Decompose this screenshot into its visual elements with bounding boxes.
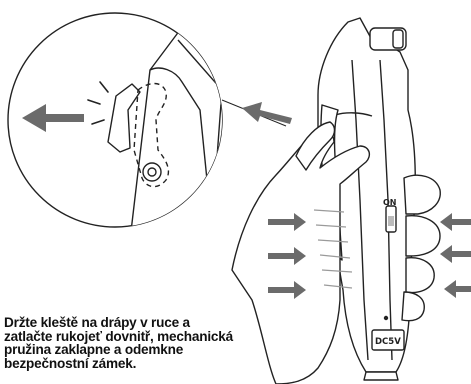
dc-label: DC5V [375,337,401,347]
instruction-caption: Držte kleště na drápy v ruce a zatlačte … [4,316,304,370]
caption-line-2: zatlačte rukojeť dovnitř, mechanická [4,330,304,344]
caption-line-3: pružina zaklapne a odemkne [4,343,304,357]
right-fingers [402,175,440,320]
direction-arrow [242,102,292,124]
magnifier [8,13,240,240]
squeeze-arrows-right [440,213,471,298]
on-label: ON [383,198,397,207]
caption-line-4: bezpečnostní zámek. [4,357,304,371]
caption-line-1: Držte kleště na drápy v ruce a [4,316,304,330]
